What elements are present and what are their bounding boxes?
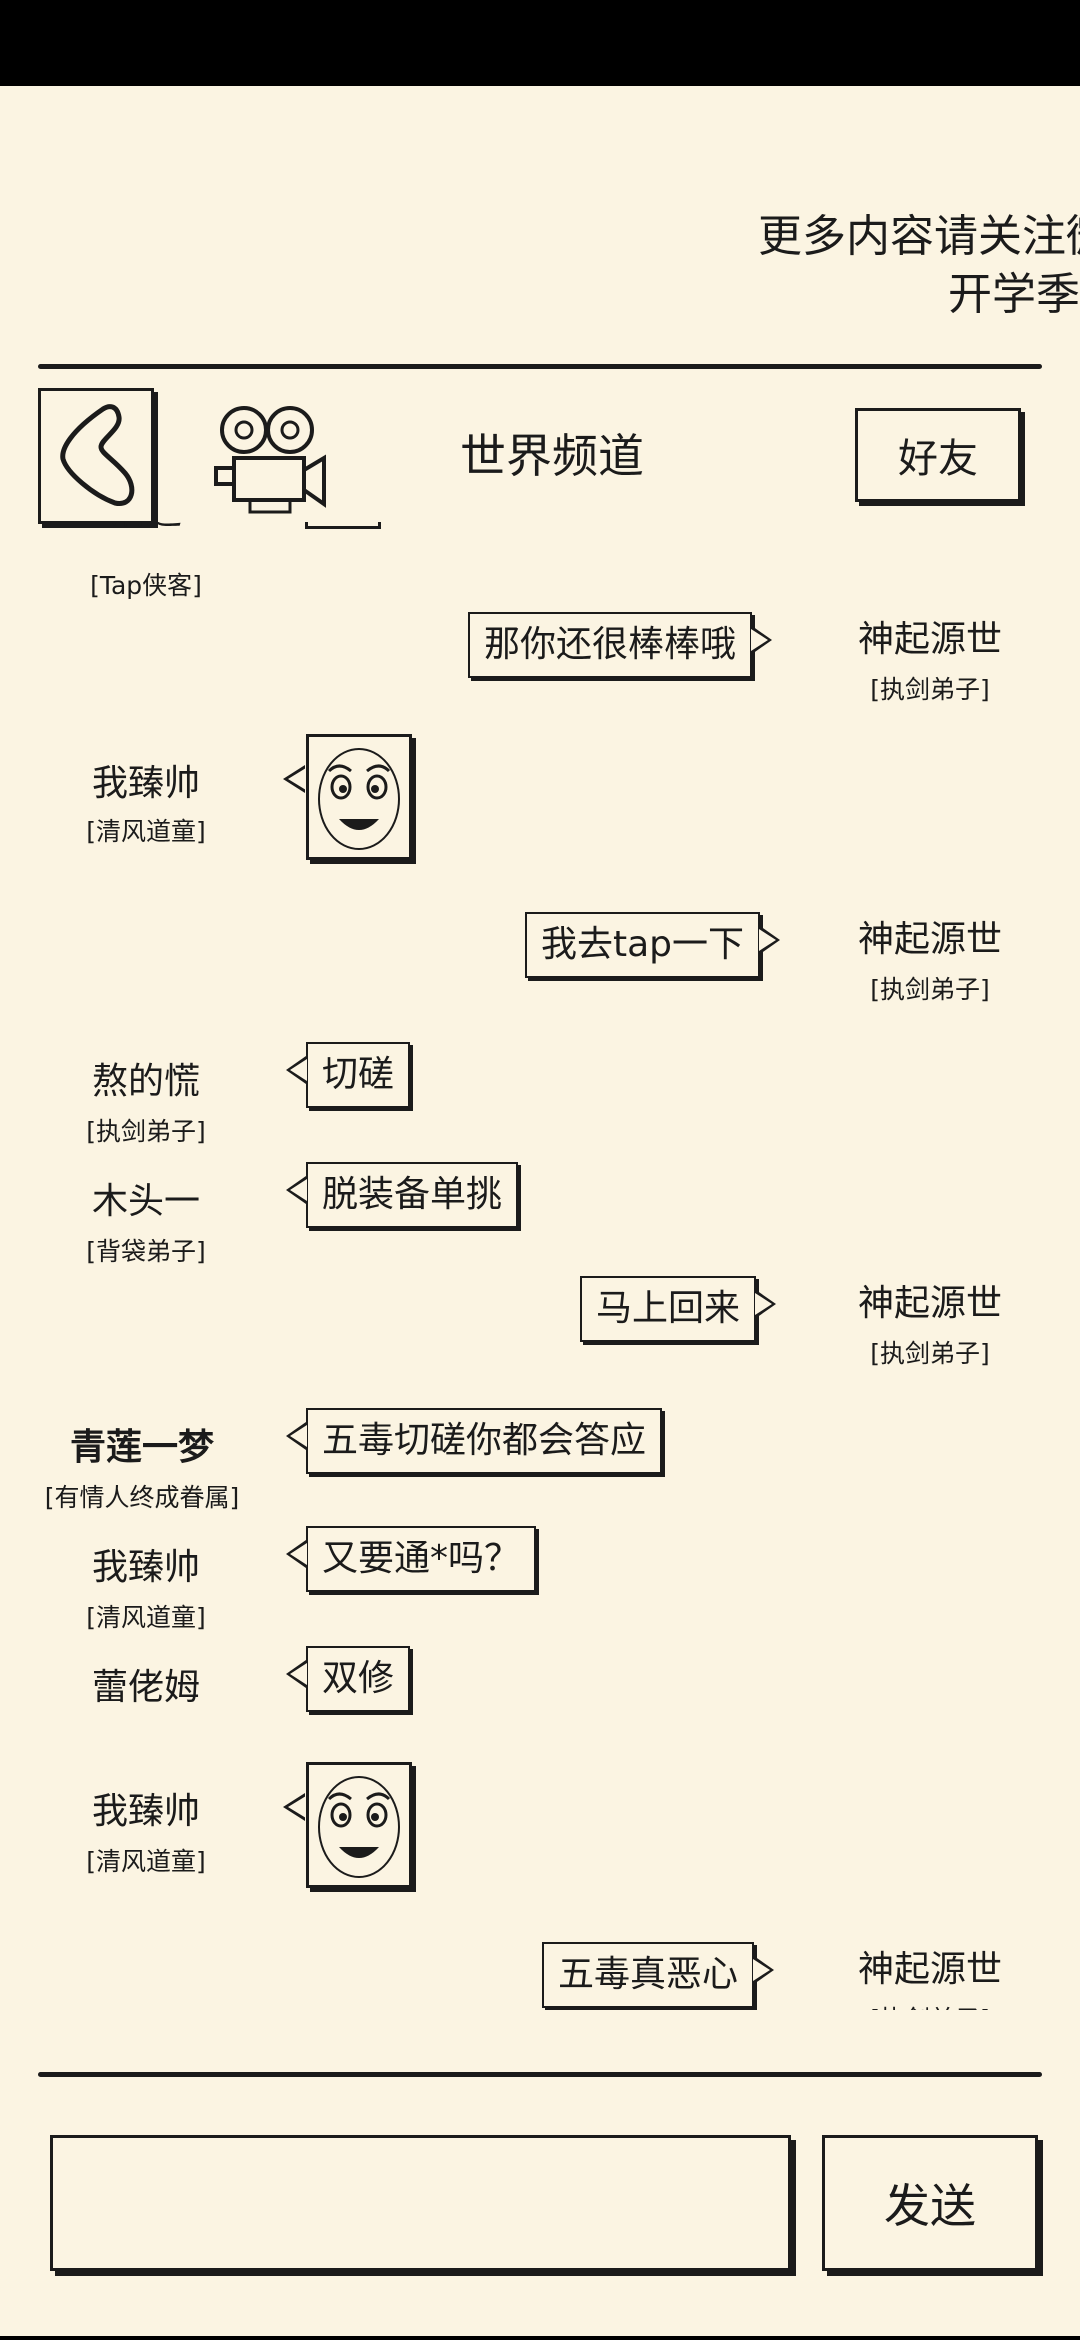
message-input-box[interactable] bbox=[50, 2135, 791, 2271]
chat-bubble: 双修 bbox=[285, 1646, 411, 1712]
sender-name: 神起源世 bbox=[857, 1283, 1002, 1324]
chat-bubble: 我去tap一下 bbox=[525, 912, 781, 978]
status-bar bbox=[0, 0, 1080, 86]
screen-bottom-edge bbox=[0, 2336, 1080, 2340]
sender-name: 青莲一梦 bbox=[69, 1427, 214, 1468]
sender-tag: [清风道童] bbox=[86, 1603, 206, 1632]
send-button[interactable]: 发送 bbox=[822, 2135, 1038, 2271]
friends-button[interactable]: 好友 bbox=[855, 408, 1021, 502]
chat-list[interactable]: 沿途 [Tap侠客] 那你还很棒棒哦 神起源世 [执剑弟子] 我臻帅 [清风道童… bbox=[0, 522, 1080, 2010]
video-camera-icon[interactable] bbox=[210, 400, 332, 522]
sticker-message bbox=[283, 1762, 412, 1888]
chat-bubble: 又要通*吗？ bbox=[285, 1526, 537, 1592]
sender-tag: [背袋弟子] bbox=[86, 1237, 206, 1266]
back-arrow-icon bbox=[60, 404, 135, 506]
sender-tag: [清风道童] bbox=[86, 1847, 206, 1876]
footer-divider bbox=[38, 2072, 1042, 2077]
sender-name: 沿途 bbox=[36, 522, 256, 534]
smiley-face-icon bbox=[318, 748, 400, 850]
sender-tag: [执剑弟子] bbox=[870, 1339, 990, 1368]
sender-tag: [执剑弟子] bbox=[870, 675, 990, 704]
chat-bubble: 脱装备单挑 bbox=[285, 1162, 519, 1228]
message-input[interactable] bbox=[53, 2138, 788, 2268]
sender-tag: [清风道童] bbox=[86, 817, 206, 846]
page-title: 世界频道 bbox=[460, 429, 644, 483]
smiley-face-icon bbox=[318, 1776, 400, 1878]
sender-name: 神起源世 bbox=[857, 619, 1002, 660]
notice-line-1: 更多内容请关注微信公众号 bbox=[758, 211, 1080, 262]
chat-bubble: 那你还很棒棒哦 bbox=[468, 612, 773, 678]
chat-bubble: 五毒切磋你都会答应 bbox=[285, 1408, 663, 1474]
sender-name: 蕾佬姆 bbox=[91, 1667, 200, 1708]
chat-bubble: 马上回来 bbox=[580, 1276, 777, 1342]
sender-tag: [执剑弟子] bbox=[870, 975, 990, 1004]
sender-name: 神起源世 bbox=[857, 1949, 1002, 1990]
chat-bubble: 切磋 bbox=[285, 1042, 411, 1108]
sender-tag: [执剑弟子] bbox=[86, 1117, 206, 1146]
sender-tag: [Tap侠客] bbox=[90, 571, 202, 600]
notice-line-2: 开学季活动 bbox=[948, 269, 1080, 320]
sender-name: 神起源世 bbox=[857, 919, 1002, 960]
sender-name: 我臻帅 bbox=[91, 763, 200, 804]
sticker-partial bbox=[305, 522, 381, 529]
sender-name: 我臻帅 bbox=[91, 1791, 200, 1832]
chat-bubble: 五毒真恶心 bbox=[542, 1942, 775, 2008]
sender-name: 熬的慌 bbox=[91, 1061, 200, 1102]
sender-tag: [执剑弟子] bbox=[840, 2000, 1020, 2010]
scrolling-notice: 更多内容请关注微信公众号 开学季活动 bbox=[720, 190, 1080, 320]
sticker-message bbox=[283, 734, 412, 860]
header-divider bbox=[38, 364, 1042, 369]
back-button[interactable] bbox=[38, 388, 154, 524]
sender-name: 我臻帅 bbox=[91, 1547, 200, 1588]
sender-name: 木头一 bbox=[91, 1181, 200, 1222]
sender-tag: [有情人终成眷属] bbox=[44, 1483, 240, 1512]
